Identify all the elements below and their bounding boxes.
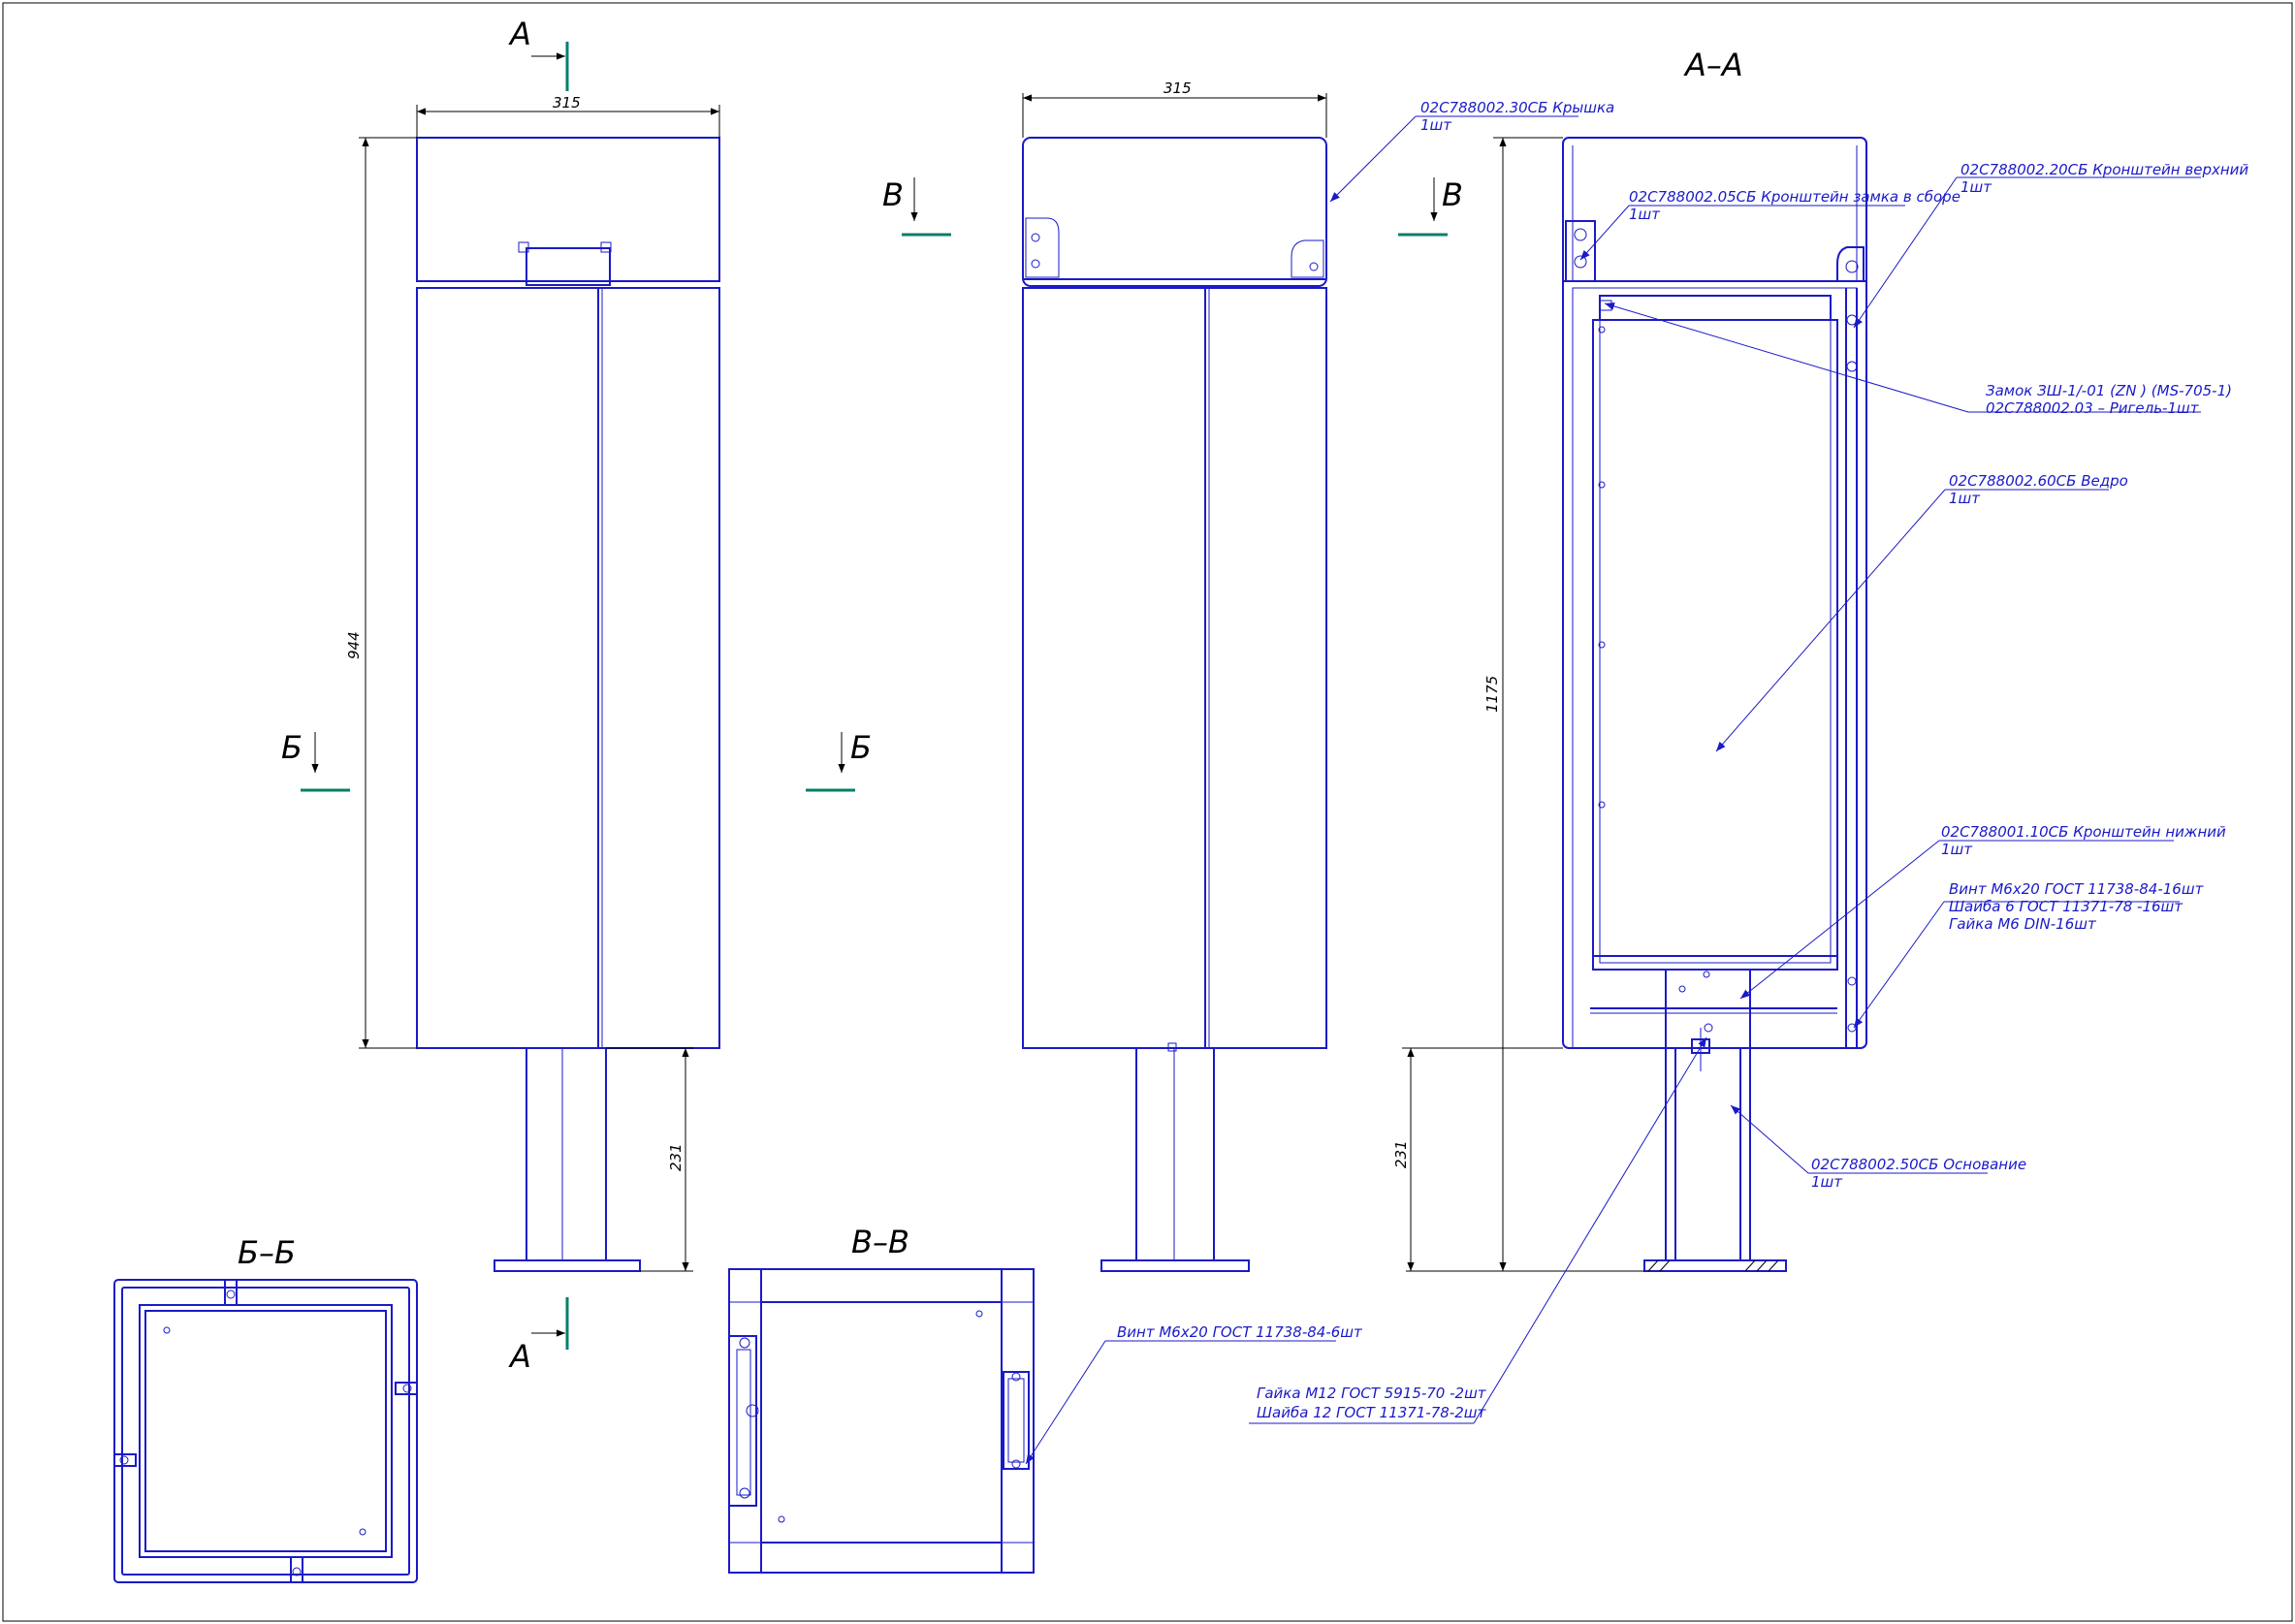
- front-post: [526, 1047, 607, 1261]
- svg-text:Б: Б: [850, 729, 872, 766]
- callout-lid: 02С788002.30СБ Крышка 1шт: [1420, 99, 1614, 134]
- front-lid: [416, 137, 720, 282]
- callout-upper-bracket: 02С788002.20СБ Кронштейн верхний 1шт: [1960, 161, 2248, 196]
- aa-base-plate: [1643, 1259, 1787, 1272]
- section-vv-title: В–В: [851, 1224, 909, 1260]
- aa-bucket: [1592, 319, 1838, 971]
- svg-text:1шт: 1шт: [1941, 841, 1973, 858]
- side-dimensions: 315: [1022, 80, 1327, 138]
- front-view: [416, 137, 720, 1272]
- svg-text:02С788002.20СБ Кронштейн верхн: 02С788002.20СБ Кронштейн верхний: [1960, 161, 2248, 178]
- svg-text:В: В: [1442, 176, 1463, 213]
- section-aa-title: А–А: [1683, 47, 1743, 83]
- section-bb-view: [113, 1279, 418, 1583]
- svg-text:02С788002.60СБ Ведро: 02С788002.60СБ Ведро: [1949, 472, 2128, 490]
- side-view: [1022, 137, 1327, 1272]
- svg-text:02С788001.10СБ Кронштейн нижни: 02С788001.10СБ Кронштейн нижний: [1941, 823, 2226, 841]
- section-aa-view: [1562, 137, 1867, 1272]
- front-dimensions: 315 944 231: [345, 94, 720, 1272]
- svg-text:Гайка М6 DIN-16шт: Гайка М6 DIN-16шт: [1949, 915, 2097, 933]
- aa-post: [1665, 1047, 1751, 1261]
- svg-text:02С788002.50СБ Основание: 02С788002.50СБ Основание: [1811, 1156, 2026, 1173]
- svg-text:А: А: [508, 16, 531, 52]
- svg-text:Б: Б: [281, 729, 303, 766]
- svg-text:1шт: 1шт: [1949, 490, 1981, 507]
- callout-lower-bracket: 02С788001.10СБ Кронштейн нижний 1шт: [1941, 823, 2226, 858]
- svg-text:Шайба 12 ГОСТ 11371-78-2шт: Шайба 12 ГОСТ 11371-78-2шт: [1257, 1404, 1487, 1421]
- svg-text:Винт М6х20 ГОСТ 11738-84-6шт: Винт М6х20 ГОСТ 11738-84-6шт: [1117, 1323, 1363, 1341]
- callout-nut-m12: Гайка М12 ГОСТ 5915-70 -2шт Шайба 12 ГОС…: [1257, 1385, 1487, 1421]
- svg-text:02С788002.05СБ Кронштейн замка: 02С788002.05СБ Кронштейн замка в сборе: [1629, 188, 1960, 206]
- section-mark-a-top: А: [508, 16, 569, 91]
- svg-text:А: А: [508, 1338, 531, 1375]
- svg-text:В: В: [882, 176, 904, 213]
- side-post: [1135, 1047, 1215, 1261]
- aa-outer-body: [1562, 137, 1867, 1049]
- callout-bucket: 02С788002.60СБ Ведро 1шт: [1949, 472, 2128, 507]
- svg-text:Винт М6х20 ГОСТ 11738-84-16шт: Винт М6х20 ГОСТ 11738-84-16шт: [1949, 880, 2205, 898]
- dim-width-front: 315: [553, 94, 581, 111]
- front-body: [416, 287, 720, 1049]
- front-base-plate: [494, 1259, 641, 1272]
- dim-body-height: 944: [345, 631, 363, 659]
- callout-lock-bracket: 02С788002.05СБ Кронштейн замка в сборе 1…: [1629, 188, 1960, 223]
- callout-base: 02С788002.50СБ Основание 1шт: [1811, 1156, 2026, 1191]
- svg-text:1шт: 1шт: [1420, 116, 1452, 134]
- callout-leaders: [1025, 115, 2201, 1465]
- section-mark-v-left: В: [882, 176, 951, 237]
- dim-post-height: 231: [667, 1143, 685, 1171]
- section-mark-b-middle: Б: [806, 729, 872, 792]
- svg-text:Замок ЗШ-1/-01 (ZN ) (MS-705-1: Замок ЗШ-1/-01 (ZN ) (MS-705-1): [1986, 382, 2232, 399]
- dim-post-height-section: 231: [1392, 1140, 1410, 1168]
- callout-screw-vv: Винт М6х20 ГОСТ 11738-84-6шт: [1117, 1323, 1363, 1341]
- section-mark-v-right: В: [1398, 176, 1463, 237]
- svg-text:1шт: 1шт: [1811, 1173, 1843, 1191]
- svg-text:02С788002.30СБ Крышка: 02С788002.30СБ Крышка: [1420, 99, 1614, 116]
- dim-width-side: 315: [1163, 80, 1192, 97]
- section-mark-a-bottom: А: [508, 1297, 569, 1375]
- svg-text:Шайба 6 ГОСТ 11371-78 -16шт: Шайба 6 ГОСТ 11371-78 -16шт: [1949, 898, 2183, 915]
- svg-text:1шт: 1шт: [1629, 206, 1661, 223]
- dim-total-height: 1175: [1483, 676, 1501, 713]
- section-mark-b-left: Б: [281, 729, 350, 792]
- front-lock-plate: [526, 247, 611, 286]
- section-vv-view: [728, 1268, 1035, 1574]
- callout-fasteners: Винт М6х20 ГОСТ 11738-84-16шт Шайба 6 ГО…: [1949, 880, 2205, 933]
- svg-text:Гайка М12 ГОСТ 5915-70 -2шт: Гайка М12 ГОСТ 5915-70 -2шт: [1257, 1385, 1487, 1402]
- side-body: [1022, 287, 1327, 1049]
- section-bb-title: Б–Б: [238, 1234, 296, 1271]
- svg-text:1шт: 1шт: [1960, 178, 1992, 196]
- side-lid: [1022, 137, 1327, 287]
- callout-lock: Замок ЗШ-1/-01 (ZN ) (MS-705-1) 02С78800…: [1986, 382, 2232, 417]
- side-base-plate: [1100, 1259, 1250, 1272]
- svg-text:02С788002.03 – Ригель-1шт: 02С788002.03 – Ригель-1шт: [1986, 399, 2200, 417]
- section-aa-dimensions: 1175 231: [1392, 137, 1644, 1272]
